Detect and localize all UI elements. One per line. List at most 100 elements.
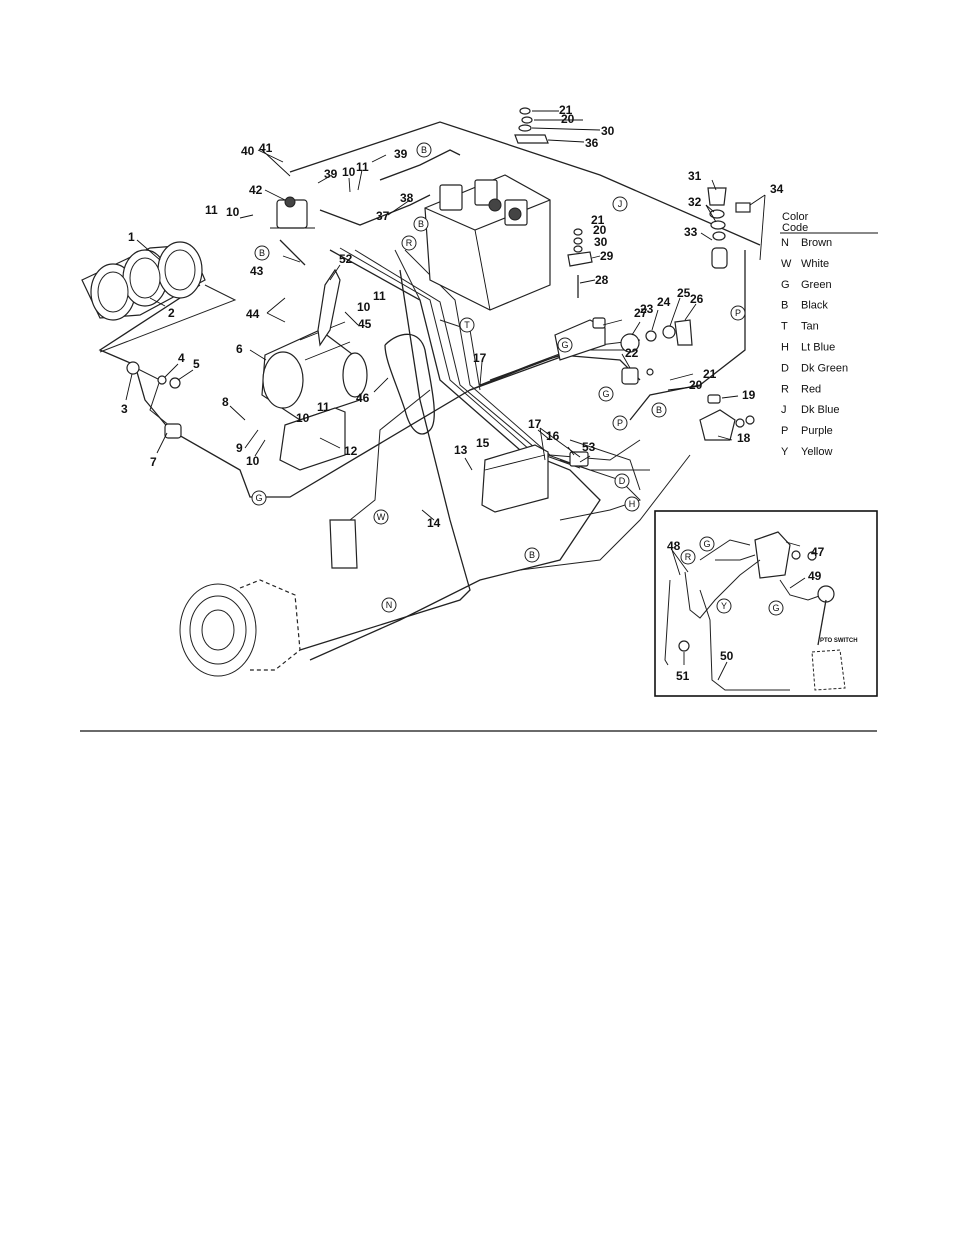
callout-1: 1 bbox=[128, 230, 135, 244]
callout-49: 49 bbox=[808, 569, 822, 583]
legend-letter: W bbox=[781, 258, 792, 270]
callout-11-battery: 11 bbox=[356, 160, 369, 174]
callout-34: 34 bbox=[770, 182, 784, 196]
starter-motor bbox=[179, 579, 301, 677]
callout-11-generator: 11 bbox=[317, 400, 330, 414]
callout-38: 38 bbox=[400, 191, 414, 205]
callout-6: 6 bbox=[236, 342, 243, 356]
grommet-part bbox=[126, 361, 140, 375]
callout-21-top: 21 bbox=[559, 103, 573, 117]
callout-50: 50 bbox=[720, 649, 734, 663]
callout-20-switch: 20 bbox=[689, 378, 703, 392]
callout-53: 53 bbox=[582, 440, 596, 454]
callout-26: 26 bbox=[690, 292, 704, 306]
callout-24: 24 bbox=[657, 295, 671, 309]
inset-tag-yellow: Y bbox=[716, 598, 732, 614]
callout-7: 7 bbox=[150, 455, 157, 469]
svg-text:R: R bbox=[406, 238, 413, 248]
callout-19: 19 bbox=[742, 388, 756, 402]
battery bbox=[424, 174, 551, 311]
callout-31: 31 bbox=[688, 169, 702, 183]
callout-11-arm: 11 bbox=[373, 289, 386, 303]
callout-41: 41 bbox=[259, 141, 273, 155]
connector-part bbox=[164, 423, 182, 439]
legend-color-name: Red bbox=[801, 383, 821, 395]
callout-10-arm: 10 bbox=[357, 300, 371, 314]
callout-22: 22 bbox=[625, 346, 639, 360]
generator-bracket bbox=[279, 407, 346, 471]
pto-inset: PTO SWITCH 47 48 49 50 51 R G Y G bbox=[654, 510, 878, 697]
callout-47: 47 bbox=[811, 545, 825, 559]
callout-23: 23 bbox=[640, 302, 654, 316]
legend-color-name: Lt Blue bbox=[801, 342, 835, 354]
callout-9: 9 bbox=[236, 441, 243, 455]
svg-text:N: N bbox=[386, 600, 393, 610]
svg-text:B: B bbox=[421, 145, 427, 155]
nut-part bbox=[169, 377, 181, 389]
inset-tag-green-bottom: G bbox=[768, 600, 784, 616]
callout-15: 15 bbox=[476, 436, 490, 450]
callout-10-bracket: 10 bbox=[246, 454, 260, 468]
pto-switch-body bbox=[811, 649, 846, 691]
svg-text:T: T bbox=[464, 320, 470, 330]
callout-48: 48 bbox=[667, 539, 681, 553]
wire-tag-white: W bbox=[373, 509, 389, 525]
inset-tag-green-top: G bbox=[699, 536, 715, 552]
wire-tag-dk-blue: J bbox=[612, 196, 628, 212]
wire-tag-black-switch: B bbox=[651, 402, 667, 418]
legend-color-name: White bbox=[801, 258, 829, 270]
callout-13: 13 bbox=[454, 443, 468, 457]
callout-44: 44 bbox=[246, 307, 260, 321]
callout-10-battery: 10 bbox=[342, 165, 356, 179]
svg-text:W: W bbox=[377, 512, 386, 522]
svg-text:D: D bbox=[619, 476, 626, 486]
wire-tag-black-bottom: B bbox=[524, 547, 540, 563]
leader-lines bbox=[125, 110, 766, 521]
legend-letter: H bbox=[781, 342, 789, 354]
wire-tag-green-mid: G bbox=[598, 386, 614, 402]
pto-switch-knob bbox=[817, 585, 835, 603]
svg-text:B: B bbox=[656, 405, 662, 415]
ignition-coil bbox=[329, 519, 358, 569]
terminal-connector bbox=[735, 202, 751, 213]
voltage-regulator bbox=[481, 444, 549, 513]
ignition-switch-cluster bbox=[554, 317, 693, 385]
callout-33: 33 bbox=[684, 225, 698, 239]
svg-text:G: G bbox=[772, 603, 779, 613]
legend-color-name: Dk Blue bbox=[801, 404, 840, 416]
callout-14: 14 bbox=[427, 516, 441, 530]
legend-color-name: Brown bbox=[801, 237, 832, 249]
callout-52: 52 bbox=[339, 252, 353, 266]
callout-43: 43 bbox=[250, 264, 264, 278]
battery-cable-negative bbox=[319, 194, 431, 226]
svg-text:G: G bbox=[703, 539, 710, 549]
callout-46: 46 bbox=[356, 391, 370, 405]
svg-text:B: B bbox=[529, 550, 535, 560]
legend-letter: J bbox=[781, 404, 787, 416]
legend-letter: Y bbox=[781, 446, 789, 458]
pto-relay bbox=[754, 531, 791, 579]
callout-39-battery: 39 bbox=[394, 147, 408, 161]
callout-12: 12 bbox=[344, 444, 358, 458]
washer-part bbox=[157, 375, 167, 385]
callout-17-top: 17 bbox=[473, 351, 487, 365]
svg-text:H: H bbox=[629, 499, 636, 509]
wire-tag-purple-top: P bbox=[730, 305, 746, 321]
wire-tag-dk-green: D bbox=[614, 473, 630, 489]
battery-cable-positive bbox=[379, 149, 461, 181]
wire-tag-black-top: B bbox=[416, 142, 432, 158]
svg-text:G: G bbox=[255, 493, 262, 503]
legend-color-name: Black bbox=[801, 300, 828, 312]
pto-switch-label: PTO SWITCH bbox=[820, 638, 858, 644]
light-switch bbox=[699, 394, 755, 441]
callout-45: 45 bbox=[358, 317, 372, 331]
inset-tag-red: R bbox=[680, 549, 696, 565]
callout-16: 16 bbox=[546, 429, 560, 443]
callout-5: 5 bbox=[193, 357, 200, 371]
callout-30-top: 30 bbox=[601, 124, 615, 138]
callout-11-solenoid: 11 bbox=[205, 203, 218, 217]
gauge-cluster bbox=[81, 241, 206, 321]
starter-solenoid bbox=[270, 196, 315, 229]
